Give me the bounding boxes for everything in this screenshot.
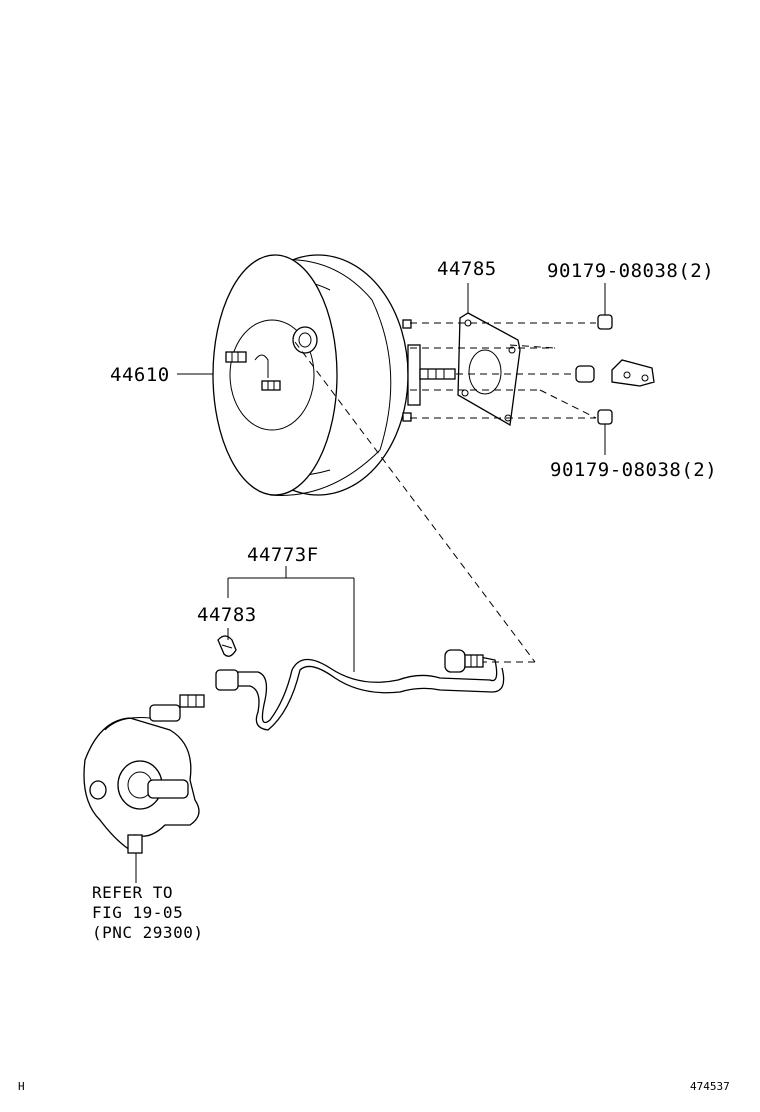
hose-clamp (217, 635, 237, 657)
corner-right-label: 474537 (690, 1080, 730, 1093)
label-nut-upper: 90179-08038(2) (547, 260, 714, 282)
brake-booster (212, 254, 456, 496)
clevis (611, 359, 655, 387)
alignment-lines (294, 322, 597, 663)
upper-nut (597, 314, 613, 330)
pushrod-nut (575, 365, 595, 383)
vacuum-hose (215, 649, 505, 731)
gasket (457, 312, 521, 427)
label-gasket: 44785 (437, 258, 497, 280)
vacuum-pump (83, 694, 205, 854)
label-hose-assy: 44773F (247, 544, 319, 566)
reference-line-2: FIG 19-05 (92, 903, 183, 922)
reference-line-3: (PNC 29300) (92, 923, 203, 942)
label-nut-lower: 90179-08038(2) (550, 459, 717, 481)
corner-left-label: H (18, 1080, 25, 1093)
label-booster: 44610 (110, 364, 170, 386)
leader-lines (135, 283, 606, 883)
reference-line-1: REFER TO (92, 883, 173, 902)
label-clamp: 44783 (197, 604, 257, 626)
lower-nut (597, 409, 613, 425)
